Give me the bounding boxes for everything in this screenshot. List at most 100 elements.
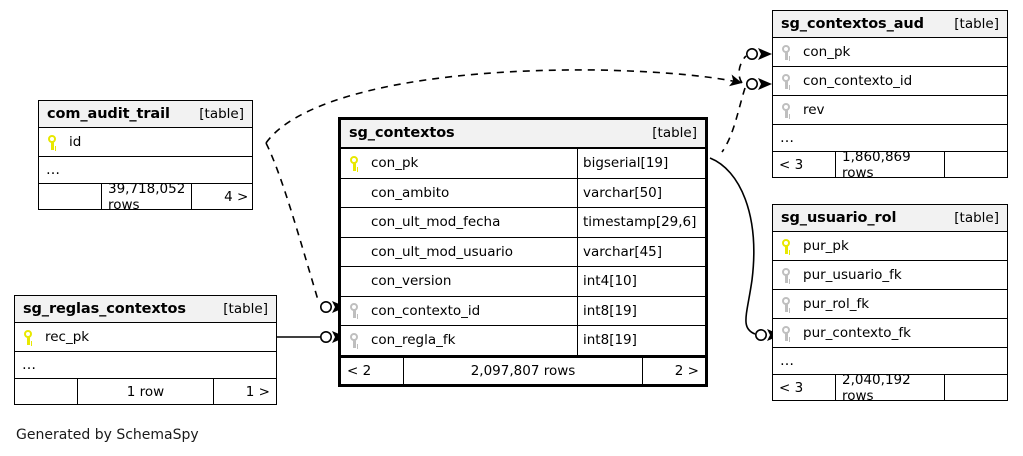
column-name-cell: con_contexto_id xyxy=(773,73,1007,90)
edge-sg-contextos-aud-con-pk xyxy=(738,47,772,84)
footer-right[interactable]: 1 > xyxy=(245,383,270,400)
column-name: con_ult_mod_usuario xyxy=(371,243,514,260)
table-row[interactable]: con_contexto_id int8[19] xyxy=(341,296,705,326)
table-row[interactable]: con_ult_mod_fecha timestamp[29,6] xyxy=(341,208,705,238)
table-footer: < 3 1,860,869 rows xyxy=(773,149,1007,181)
table-row[interactable]: con_pk xyxy=(773,38,1007,67)
table-kind: [table] xyxy=(954,209,999,226)
column-list: id … xyxy=(39,128,252,183)
foreign-key-icon xyxy=(779,102,793,119)
table-header: sg_reglas_contextos [table] xyxy=(15,296,276,323)
edge-aud-vertical-link xyxy=(721,87,746,153)
table-row[interactable]: con_ult_mod_usuario varchar[45] xyxy=(341,237,705,267)
table-row[interactable]: pur_contexto_fk xyxy=(773,319,1007,348)
column-name-cell: con_pk xyxy=(773,44,1007,61)
table-row[interactable]: con_pk bigserial[19] xyxy=(341,149,705,179)
foreign-key-icon xyxy=(779,267,793,284)
footer-left[interactable]: < 3 xyxy=(779,379,804,396)
column-type: varchar[50] xyxy=(577,178,705,207)
footer-right[interactable] xyxy=(945,152,1007,177)
column-name-cell: con_pk xyxy=(341,155,577,172)
table-footer: 39,718,052 rows 4 > xyxy=(39,181,252,213)
table-sg-contextos[interactable]: sg_contextos [table] con_pk bigserial[19… xyxy=(338,117,708,387)
column-type: int8[19] xyxy=(577,326,705,355)
table-header: sg_contextos [table] xyxy=(341,120,705,149)
table-com-audit-trail[interactable]: com_audit_trail [table] id … 39,718,052 … xyxy=(38,100,253,213)
table-row[interactable]: id xyxy=(39,128,252,157)
column-name: con_version xyxy=(371,273,452,290)
table-row[interactable]: con_regla_fk int8[19] xyxy=(341,326,705,356)
column-name-cell: pur_rol_fk xyxy=(773,296,1007,313)
primary-key-icon xyxy=(21,329,35,346)
column-name: pur_pk xyxy=(803,238,849,254)
column-list: rec_pk … xyxy=(15,323,276,378)
table-footer: < 3 2,040,192 rows xyxy=(773,372,1007,404)
more-columns-ellipsis: … xyxy=(46,162,61,178)
foreign-key-icon xyxy=(347,302,361,319)
primary-key-icon xyxy=(45,134,59,151)
footer-row-count: 39,718,052 rows xyxy=(101,181,193,213)
table-name: sg_usuario_rol xyxy=(781,209,897,226)
table-header: sg_contextos_aud [table] xyxy=(773,11,1007,38)
table-kind: [table] xyxy=(652,125,697,141)
table-kind: [table] xyxy=(223,300,268,317)
primary-key-icon xyxy=(347,155,361,172)
footer-row-count: 2,040,192 rows xyxy=(835,372,945,404)
footer-right[interactable] xyxy=(945,375,1007,400)
column-name-cell: con_regla_fk xyxy=(341,332,577,349)
column-name: con_pk xyxy=(371,155,419,172)
column-list: con_pk bigserial[19] con_ambito varchar[… xyxy=(341,149,705,356)
foreign-key-icon xyxy=(779,44,793,61)
footer-right[interactable]: 2 > xyxy=(674,362,699,379)
column-name-cell: con_ambito xyxy=(341,184,577,201)
footer-right[interactable]: 4 > xyxy=(224,188,249,205)
more-columns-ellipsis: … xyxy=(780,353,795,369)
table-row[interactable]: pur_rol_fk xyxy=(773,290,1007,319)
footer-left[interactable]: < 3 xyxy=(779,156,804,173)
column-name: rec_pk xyxy=(45,329,90,345)
table-kind: [table] xyxy=(954,15,999,32)
column-name: con_ambito xyxy=(371,184,450,201)
table-name: sg_contextos_aud xyxy=(781,15,924,32)
column-name: con_contexto_id xyxy=(803,73,913,89)
column-name: pur_rol_fk xyxy=(803,296,870,312)
column-type: int8[19] xyxy=(577,296,705,325)
edge-sg-reglas-contextos-to-sg-contextos xyxy=(277,330,346,343)
column-name-cell: con_contexto_id xyxy=(341,302,577,319)
column-name-cell: pur_usuario_fk xyxy=(773,267,1007,284)
footer-row-count: 1 row xyxy=(77,379,214,404)
column-type: bigserial[19] xyxy=(577,149,705,178)
footer-left[interactable] xyxy=(15,379,77,404)
column-name-cell: con_ult_mod_fecha xyxy=(341,214,577,231)
footer-row-count: 2,097,807 rows xyxy=(403,357,643,384)
table-row[interactable]: pur_usuario_fk xyxy=(773,261,1007,290)
column-name: con_ult_mod_fecha xyxy=(371,214,501,231)
table-header: sg_usuario_rol [table] xyxy=(773,205,1007,232)
more-columns-ellipsis: … xyxy=(22,357,37,373)
table-sg-reglas-contextos[interactable]: sg_reglas_contextos [table] rec_pk … 1 r… xyxy=(14,295,277,405)
footer-row-count: 1,860,869 rows xyxy=(835,149,945,181)
table-row[interactable]: rec_pk xyxy=(15,323,276,352)
column-name: con_pk xyxy=(803,44,851,60)
table-sg-contextos-aud[interactable]: sg_contextos_aud [table] con_pk con_cont… xyxy=(772,10,1008,181)
table-sg-usuario-rol[interactable]: sg_usuario_rol [table] pur_pk pur_usuari… xyxy=(772,204,1008,404)
table-row[interactable]: rev xyxy=(773,96,1007,125)
column-name-cell: rec_pk xyxy=(15,329,276,346)
table-row[interactable]: con_ambito varchar[50] xyxy=(341,178,705,208)
column-name: pur_contexto_fk xyxy=(803,325,911,341)
table-row[interactable]: con_contexto_id xyxy=(773,67,1007,96)
table-footer: 1 row 1 > xyxy=(15,378,276,404)
table-row[interactable]: con_version int4[10] xyxy=(341,267,705,297)
footer-left[interactable]: < 2 xyxy=(347,362,372,379)
edge-com-audit-trail-to-sg-contextos xyxy=(265,142,346,313)
footer-left[interactable] xyxy=(39,184,101,209)
column-name: id xyxy=(69,134,82,150)
column-name-cell: id xyxy=(39,134,252,151)
column-name: pur_usuario_fk xyxy=(803,267,902,283)
foreign-key-icon xyxy=(779,325,793,342)
table-name: sg_reglas_contextos xyxy=(23,300,186,317)
column-type: timestamp[29,6] xyxy=(577,208,705,237)
primary-key-icon xyxy=(779,238,793,255)
table-row[interactable]: pur_pk xyxy=(773,232,1007,261)
